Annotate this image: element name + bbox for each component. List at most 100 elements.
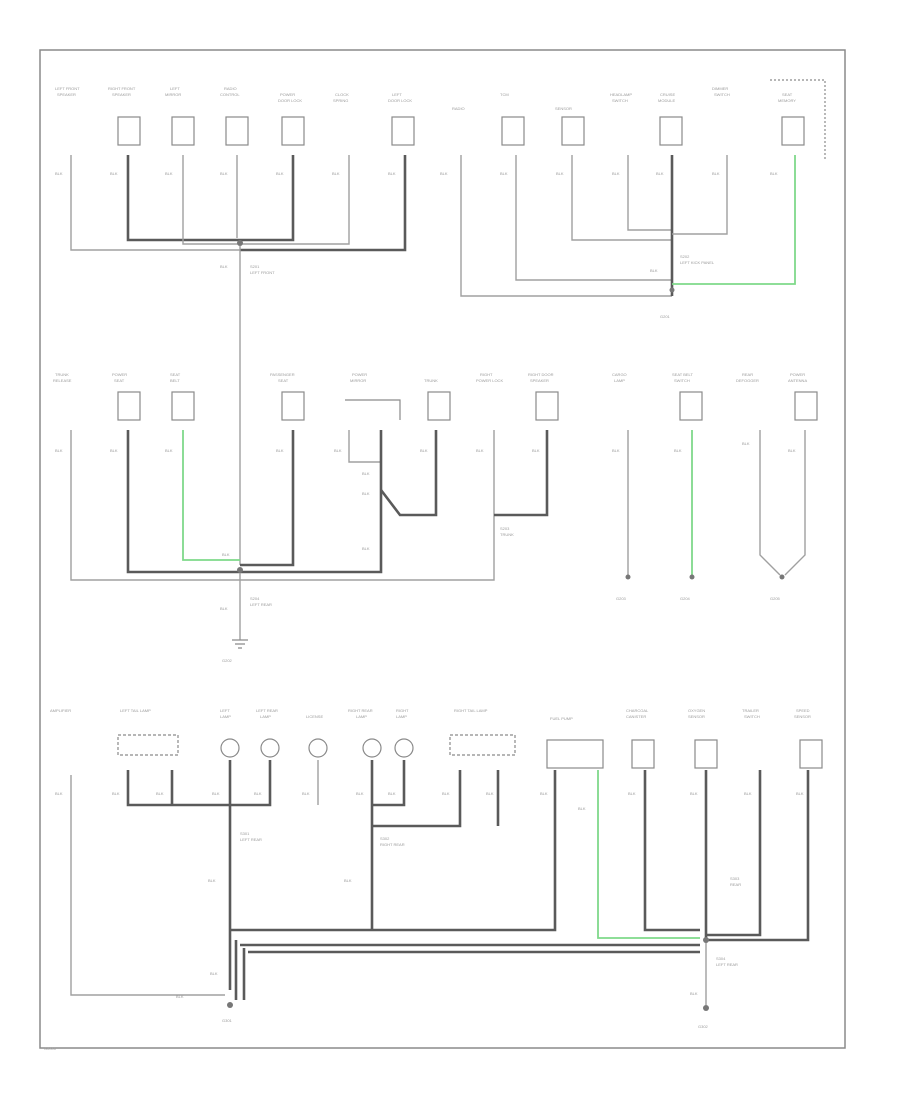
svg-text:POWER: POWER [352, 372, 367, 377]
svg-text:BLK: BLK [362, 491, 370, 496]
svg-text:BLK: BLK [656, 171, 664, 176]
component-box [281, 116, 305, 146]
svg-text:FUEL PUMP: FUEL PUMP [550, 716, 573, 721]
svg-text:SEAT: SEAT [114, 378, 125, 383]
svg-text:DOOR LOCK: DOOR LOCK [388, 98, 412, 103]
svg-text:SWITCH: SWITCH [612, 98, 628, 103]
svg-text:MIRROR: MIRROR [165, 92, 181, 97]
svg-text:CHARCOAL: CHARCOAL [626, 708, 649, 713]
seat-bracket [770, 79, 826, 160]
svg-text:BLK: BLK [540, 791, 548, 796]
svg-text:BLK: BLK [788, 448, 796, 453]
component-box [171, 391, 195, 421]
svg-text:LEFT TAIL LAMP: LEFT TAIL LAMP [120, 708, 151, 713]
svg-text:BLK: BLK [742, 441, 750, 446]
svg-text:LEFT REAR: LEFT REAR [240, 837, 262, 842]
svg-text:TRUNK: TRUNK [424, 378, 438, 383]
svg-text:SENSOR: SENSOR [555, 106, 572, 111]
lamp-symbol [394, 738, 414, 758]
component-box [799, 739, 823, 769]
svg-text:LAMP: LAMP [614, 378, 625, 383]
svg-text:RELEASE: RELEASE [53, 378, 72, 383]
svg-text:BLK: BLK [332, 171, 340, 176]
diagram-frame [39, 49, 846, 1049]
svg-text:MIRROR: MIRROR [350, 378, 366, 383]
svg-text:LEFT FRONT: LEFT FRONT [55, 86, 80, 91]
component-box [794, 391, 818, 421]
svg-text:TRUNK: TRUNK [55, 372, 69, 377]
svg-text:SPEAKER: SPEAKER [530, 378, 549, 383]
svg-text:RIGHT REAR: RIGHT REAR [380, 842, 405, 847]
svg-text:BLK: BLK [165, 171, 173, 176]
svg-text:SEAT BELT: SEAT BELT [672, 372, 693, 377]
svg-text:S302: S302 [380, 836, 390, 841]
svg-text:DEFOGGER: DEFOGGER [736, 378, 759, 383]
svg-text:BLK: BLK [55, 791, 63, 796]
svg-text:BLK: BLK [486, 791, 494, 796]
svg-text:MODULE: MODULE [658, 98, 675, 103]
svg-text:BLK: BLK [276, 448, 284, 453]
svg-text:TRUNK: TRUNK [500, 532, 514, 537]
svg-text:BLK: BLK [254, 791, 262, 796]
svg-text:BLK: BLK [440, 171, 448, 176]
svg-text:BLK: BLK [388, 791, 396, 796]
svg-text:G202: G202 [222, 658, 233, 663]
svg-text:SEAT: SEAT [170, 372, 181, 377]
svg-text:BLK: BLK [770, 171, 778, 176]
svg-text:BLK: BLK [442, 791, 450, 796]
svg-text:CONTROL: CONTROL [220, 92, 240, 97]
svg-text:BLK: BLK [388, 171, 396, 176]
svg-text:BLK: BLK [532, 448, 540, 453]
component-box [546, 739, 604, 769]
component-box [679, 391, 703, 421]
svg-text:RIGHT: RIGHT [480, 372, 493, 377]
component-box [117, 391, 141, 421]
svg-text:LAMP: LAMP [396, 714, 407, 719]
svg-text:S301: S301 [240, 831, 250, 836]
svg-text:S304: S304 [716, 956, 726, 961]
svg-text:RADIO: RADIO [224, 86, 237, 91]
svg-text:BLK: BLK [362, 546, 370, 551]
svg-text:S201: S201 [250, 264, 260, 269]
diagram-code-label: G0000 [44, 1046, 57, 1051]
svg-text:BLK: BLK [276, 171, 284, 176]
component-box [117, 116, 141, 146]
component-box [281, 391, 305, 421]
svg-text:BLK: BLK [628, 791, 636, 796]
component-box [631, 739, 655, 769]
svg-text:SENSOR: SENSOR [794, 714, 811, 719]
svg-text:LEFT REAR: LEFT REAR [716, 962, 738, 967]
svg-text:BLK: BLK [578, 806, 586, 811]
svg-text:BLK: BLK [220, 264, 228, 269]
svg-text:BLK: BLK [220, 606, 228, 611]
svg-text:CRUISE: CRUISE [660, 92, 675, 97]
lamp-symbol [260, 738, 280, 758]
svg-text:BLK: BLK [690, 991, 698, 996]
svg-text:LAMP: LAMP [220, 714, 231, 719]
svg-text:BLK: BLK [712, 171, 720, 176]
svg-text:BLK: BLK [55, 171, 63, 176]
svg-text:BLK: BLK [420, 448, 428, 453]
svg-text:SPEED: SPEED [796, 708, 810, 713]
lamp-symbol [308, 738, 328, 758]
svg-text:LEFT FRONT: LEFT FRONT [250, 270, 275, 275]
svg-text:BLK: BLK [650, 268, 658, 273]
svg-text:CARGO: CARGO [612, 372, 627, 377]
ground-symbol [232, 639, 248, 649]
svg-text:RIGHT REAR: RIGHT REAR [348, 708, 373, 713]
svg-text:LEFT REAR: LEFT REAR [250, 602, 272, 607]
svg-text:BLK: BLK [796, 791, 804, 796]
svg-text:MEMORY: MEMORY [778, 98, 796, 103]
component-box [501, 116, 525, 146]
svg-text:SWITCH: SWITCH [714, 92, 730, 97]
svg-text:LAMP: LAMP [356, 714, 367, 719]
svg-text:S203: S203 [500, 526, 510, 531]
component-box [659, 116, 683, 146]
svg-text:POWER: POWER [280, 92, 295, 97]
svg-text:BLK: BLK [690, 791, 698, 796]
svg-text:LAMP: LAMP [260, 714, 271, 719]
svg-text:S202: S202 [680, 254, 690, 259]
